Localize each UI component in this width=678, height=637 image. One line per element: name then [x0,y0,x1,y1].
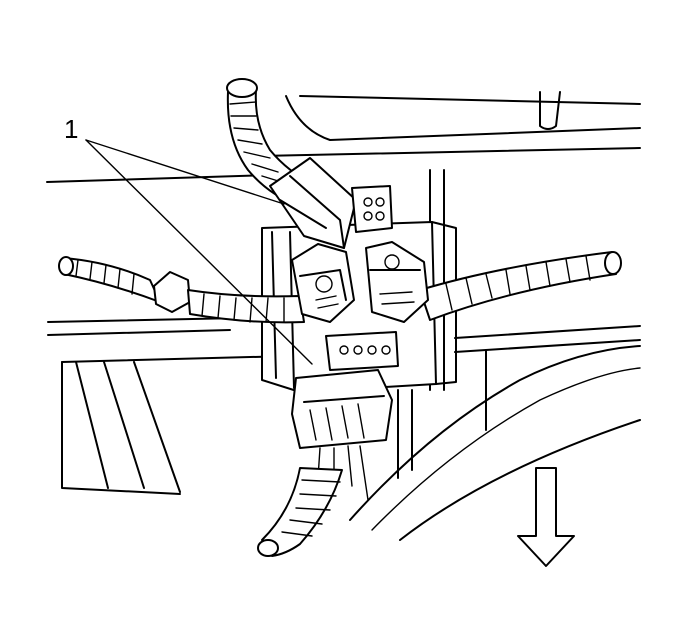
middle-connector [325,331,399,371]
right-harness [419,251,622,321]
lower-connector [291,369,393,449]
down-arrow-icon [517,467,575,567]
vehicle-structure [46,91,641,541]
upper-connector [269,157,393,249]
lower-harness [257,445,369,557]
right-connector [365,241,429,323]
left-harness [58,256,305,324]
callout-leaders [85,139,313,365]
callout-label: 1 [64,114,79,144]
left-connector [291,243,355,323]
